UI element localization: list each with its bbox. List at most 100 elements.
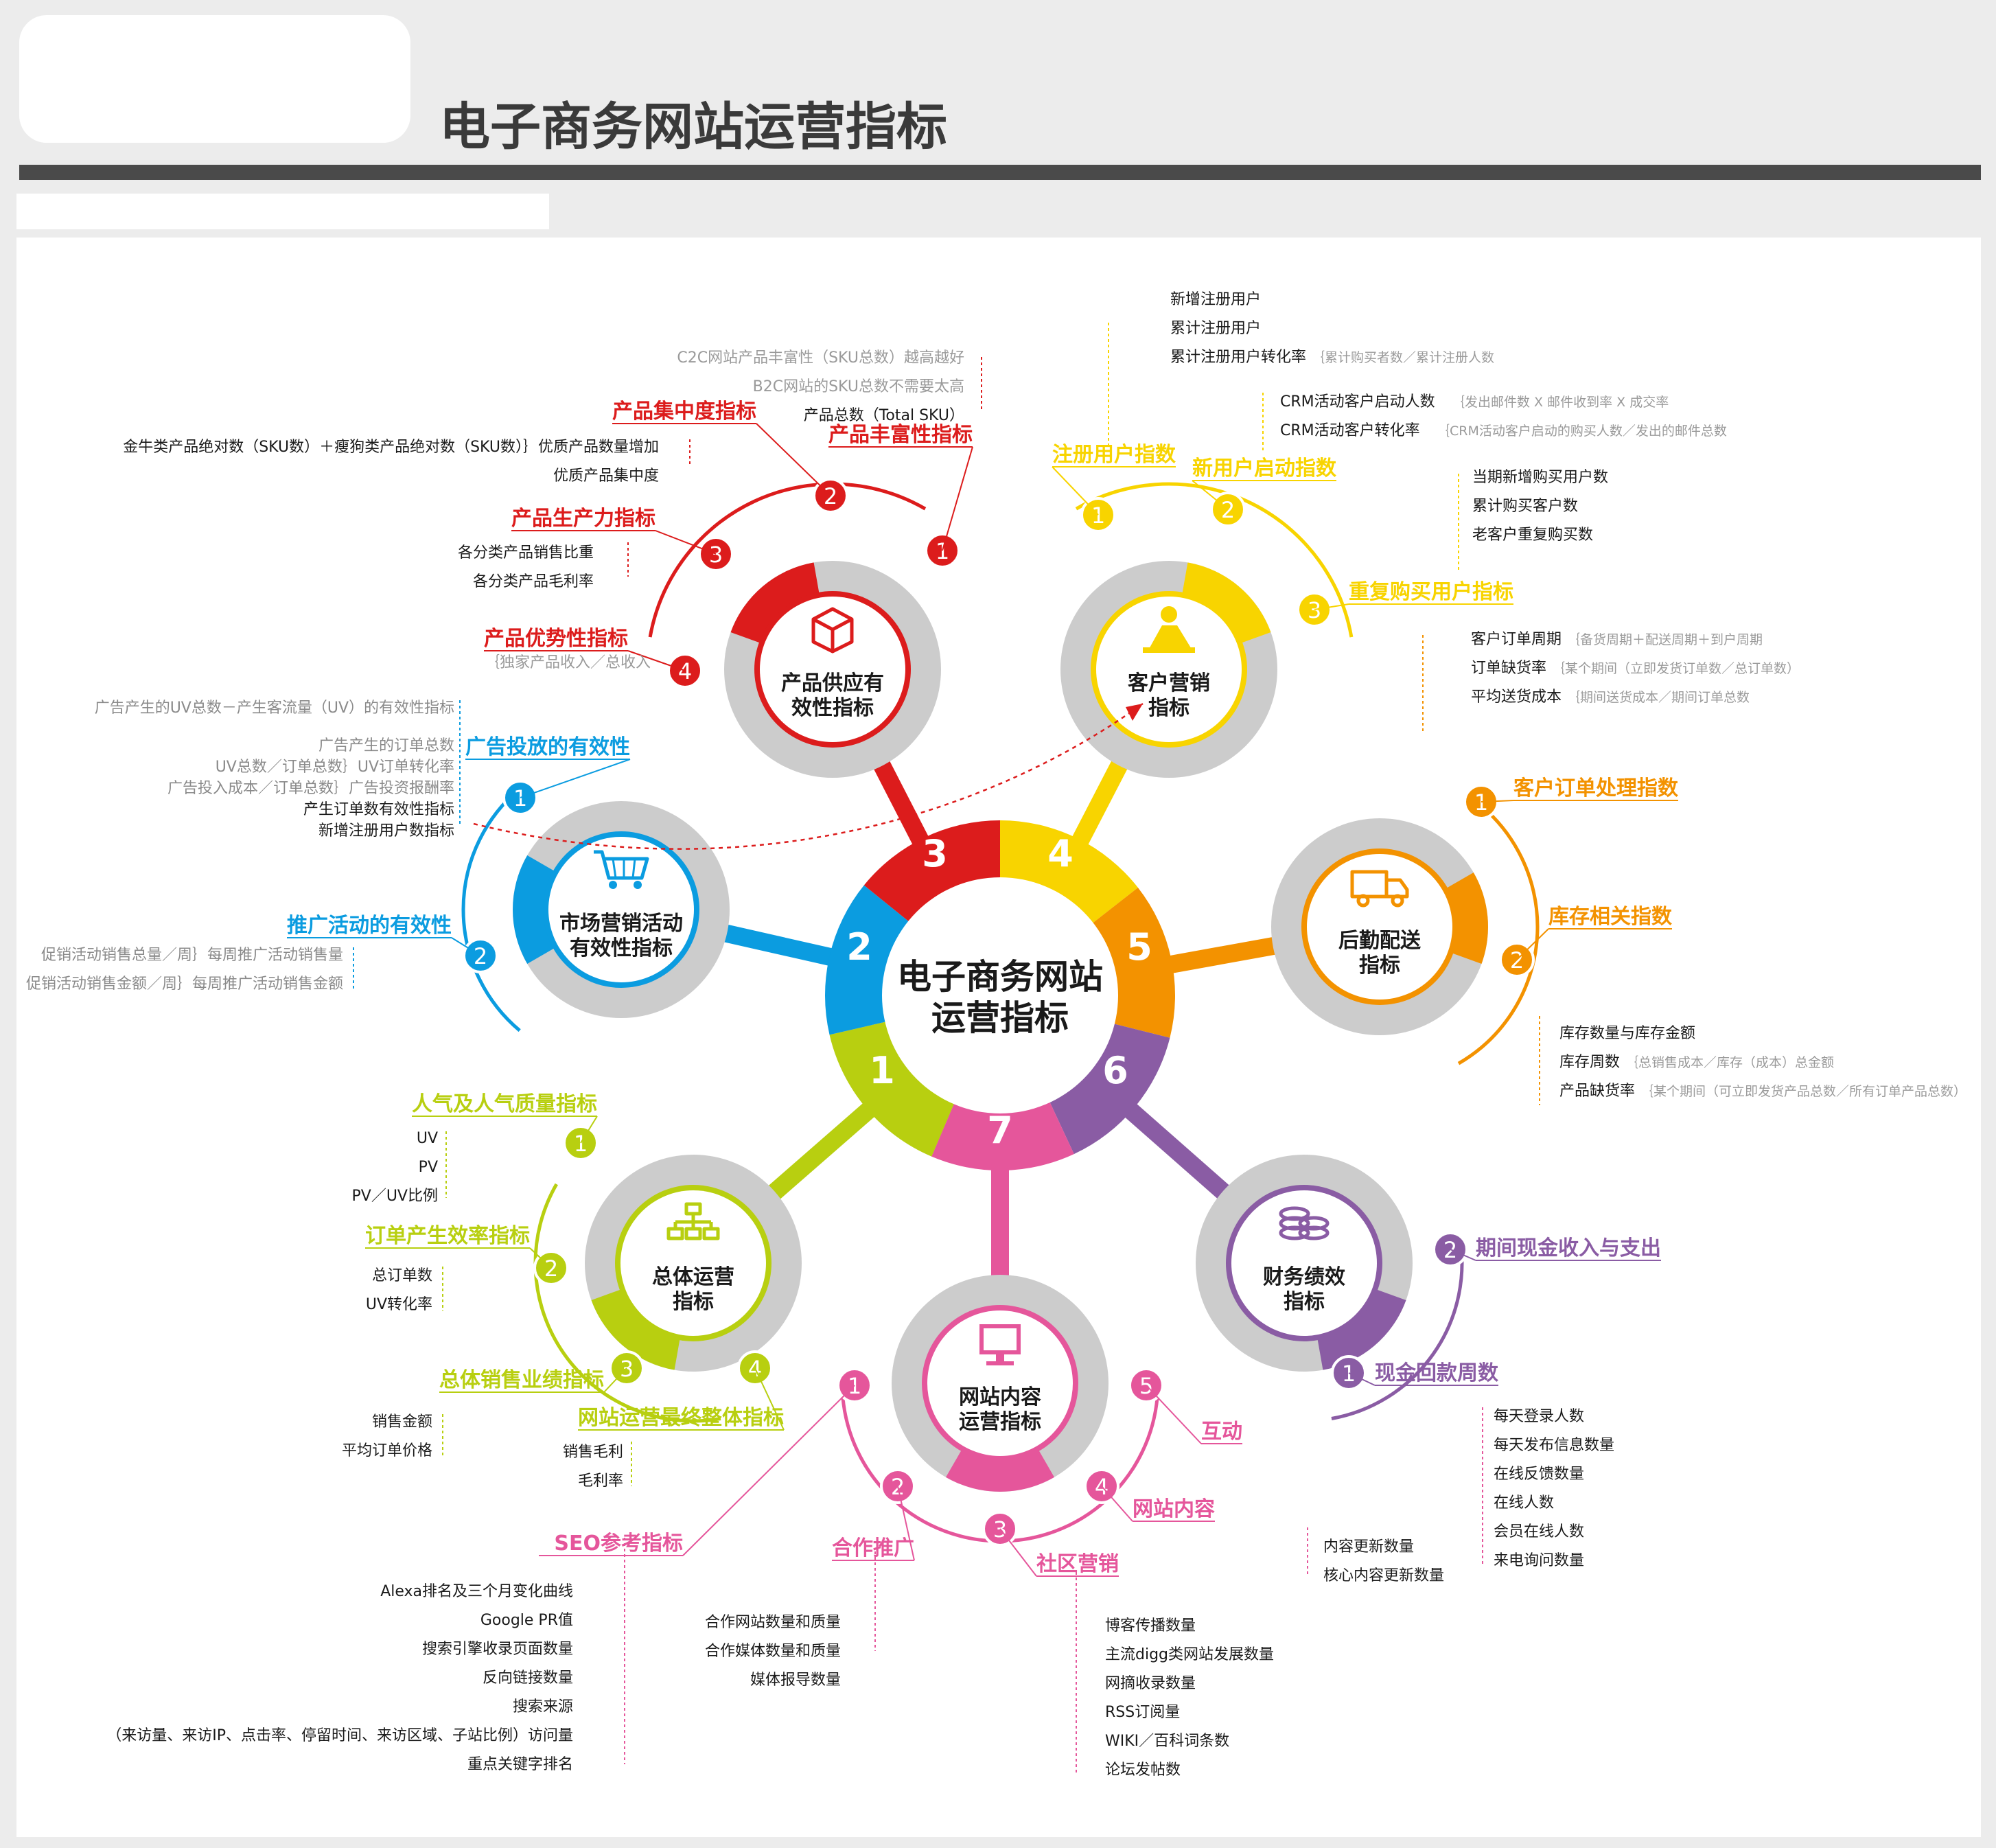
customer-note-formula: ｛累计购买者数／累计注册人数 bbox=[1312, 350, 1494, 365]
overall-indicator-label-4: 网站运营最终整体指标 bbox=[578, 1406, 784, 1430]
overall-note: PV／UV比例 bbox=[352, 1188, 438, 1205]
logistics-name-line1: 后勤配送 bbox=[1338, 929, 1421, 953]
customer-badge-number-3: 3 bbox=[1308, 597, 1321, 623]
product-satellite-arc bbox=[648, 482, 927, 638]
marketing-note: 新增注册用户数指标 bbox=[318, 822, 454, 840]
logistics-note-formula: ｛总销售成本／库存（成本）总金额 bbox=[1625, 1055, 1834, 1070]
hub-number-1: 1 bbox=[869, 1049, 895, 1092]
content-indicator-label-2: 合作推广 bbox=[832, 1536, 914, 1560]
content-note: 每天登录人数 bbox=[1494, 1408, 1584, 1425]
marketing-leader bbox=[451, 937, 481, 956]
hub-segment-7 bbox=[931, 1101, 1074, 1171]
hub-number-7: 7 bbox=[987, 1109, 1013, 1152]
content-note: 网摘收录数量 bbox=[1105, 1675, 1196, 1692]
coin bbox=[1279, 1206, 1310, 1221]
logistics-badge-number-2: 2 bbox=[1510, 947, 1524, 973]
cube-icon bbox=[811, 607, 854, 654]
hub-segment-3 bbox=[863, 820, 1000, 923]
customer-note: 当期新增购买用户数 bbox=[1472, 469, 1608, 486]
content-note: 内容更新数量 bbox=[1323, 1538, 1414, 1556]
logistics-name-line2: 指标 bbox=[1359, 954, 1400, 978]
marketing-badge-number-2: 2 bbox=[474, 943, 487, 969]
customer-badge-number-2: 2 bbox=[1221, 497, 1235, 523]
content-note: （来访量、来访IP、点击率、停留时间、来访区域、子站比例）访问量 bbox=[106, 1727, 573, 1744]
module-nodes: 产品供应有效性指标客户营销指标后勤配送指标财务绩效指标网站内容运营指标总体运营指… bbox=[513, 561, 1488, 1492]
hub-segment-1 bbox=[829, 1021, 955, 1157]
logistics-satellite-arc bbox=[1457, 796, 1540, 1065]
product-note: 金牛类产品绝对数（SKU数）＋瘦狗类产品绝对数（SKU数）｝优质产品数量增加 bbox=[123, 439, 659, 456]
product-note: 各分类产品毛利率 bbox=[473, 573, 594, 590]
content-note: WIKI／百科词条数 bbox=[1105, 1733, 1229, 1750]
customer-satellite-arc bbox=[1075, 482, 1354, 638]
customer-note: CRM活动客户转化率 bbox=[1280, 422, 1420, 439]
product-badge-number-4: 4 bbox=[678, 658, 692, 684]
hub-segment-4 bbox=[1000, 820, 1138, 924]
content-note: 反向链接数量 bbox=[483, 1670, 573, 1687]
customer-leader bbox=[1192, 480, 1229, 510]
finance-leader bbox=[1450, 1249, 1476, 1261]
overall-badge-number-2: 2 bbox=[544, 1256, 558, 1282]
overall-leader bbox=[754, 1367, 785, 1431]
overall-name-line2: 指标 bbox=[673, 1290, 714, 1314]
cart-grid bbox=[612, 858, 636, 879]
customer-name-line2: 指标 bbox=[1148, 696, 1190, 720]
finance-name-line1: 财务绩效 bbox=[1263, 1265, 1345, 1289]
indicator-labels: 1产品丰富性指标2产品集中度指标3产品生产力指标4产品优势性指标1注册用户指数2… bbox=[26, 291, 1966, 1779]
product-indicator-label-3: 产品生产力指标 bbox=[511, 507, 655, 531]
org-box bbox=[684, 1227, 702, 1240]
marketing-note: 广告投入成本／订单总数｝广告投资报酬率 bbox=[167, 780, 454, 797]
overall-leader bbox=[603, 1367, 627, 1393]
content-note: 搜索来源 bbox=[513, 1698, 573, 1716]
logistics-indicator-label-2: 库存相关指数 bbox=[1548, 905, 1673, 929]
page-title: 电子商务网站运营指标 bbox=[439, 97, 947, 157]
logistics-notes: 客户订单周期｛备货周期＋配送周期＋到户周期订单缺货率｛某个期间（立即发货订单数／… bbox=[1422, 631, 1966, 1105]
customer-note: 累计购买客户数 bbox=[1472, 498, 1578, 515]
marketing-note: 促销活动销售总量／周｝每周推广活动销售量 bbox=[41, 947, 343, 964]
product-name-line1: 产品供应有 bbox=[781, 671, 884, 695]
marketing-name-line1: 市场营销活动 bbox=[559, 912, 683, 936]
overall-indicator-label-1: 人气及人气质量指标 bbox=[412, 1092, 597, 1116]
product-note: B2C网站的SKU总数不需要太高 bbox=[753, 378, 964, 395]
hub-number-4: 4 bbox=[1047, 832, 1074, 875]
overall-name-line1: 总体运营 bbox=[652, 1265, 734, 1289]
finance-inner bbox=[1231, 1190, 1377, 1336]
finance-accent bbox=[1316, 1288, 1406, 1370]
customer-note: 老客户重复购买数 bbox=[1472, 527, 1593, 544]
truck-cab bbox=[1384, 878, 1409, 899]
marketing-satellite-arc bbox=[461, 787, 521, 1032]
hub-title-line1: 电子商务网站 bbox=[897, 957, 1103, 997]
customer-note: 新增注册用户 bbox=[1170, 291, 1261, 308]
overall-leader bbox=[529, 1247, 552, 1269]
product-badge-number-2: 2 bbox=[824, 483, 837, 509]
logistics-leader bbox=[1481, 800, 1514, 802]
product-leader bbox=[756, 423, 831, 496]
person-desk bbox=[1143, 647, 1195, 653]
content-leader bbox=[1146, 1385, 1202, 1444]
product-note: 各分类产品销售比重 bbox=[458, 544, 594, 562]
hub-title-line2: 运营指标 bbox=[931, 998, 1069, 1038]
hub-number-6: 6 bbox=[1102, 1049, 1128, 1092]
product-note: 产品总数（Total SKU） bbox=[804, 407, 964, 424]
marketing-inner bbox=[548, 837, 694, 982]
content-note: 博客传播数量 bbox=[1105, 1617, 1196, 1635]
product-inner bbox=[760, 597, 905, 742]
customer-note: CRM活动客户启动人数 bbox=[1280, 393, 1435, 411]
overall-accent bbox=[591, 1288, 681, 1370]
product-note: ｛独家产品收入／总收入 bbox=[485, 654, 651, 671]
content-indicator-label-1: SEO参考指标 bbox=[554, 1532, 683, 1556]
overall-note: 销售毛利 bbox=[563, 1444, 623, 1461]
product-accent bbox=[730, 562, 820, 645]
hub-number-2: 2 bbox=[846, 925, 872, 969]
logistics-note: 库存周数 bbox=[1559, 1054, 1620, 1071]
overall-satellite-arc bbox=[533, 1183, 721, 1423]
product-note: 优质产品集中度 bbox=[553, 467, 659, 485]
